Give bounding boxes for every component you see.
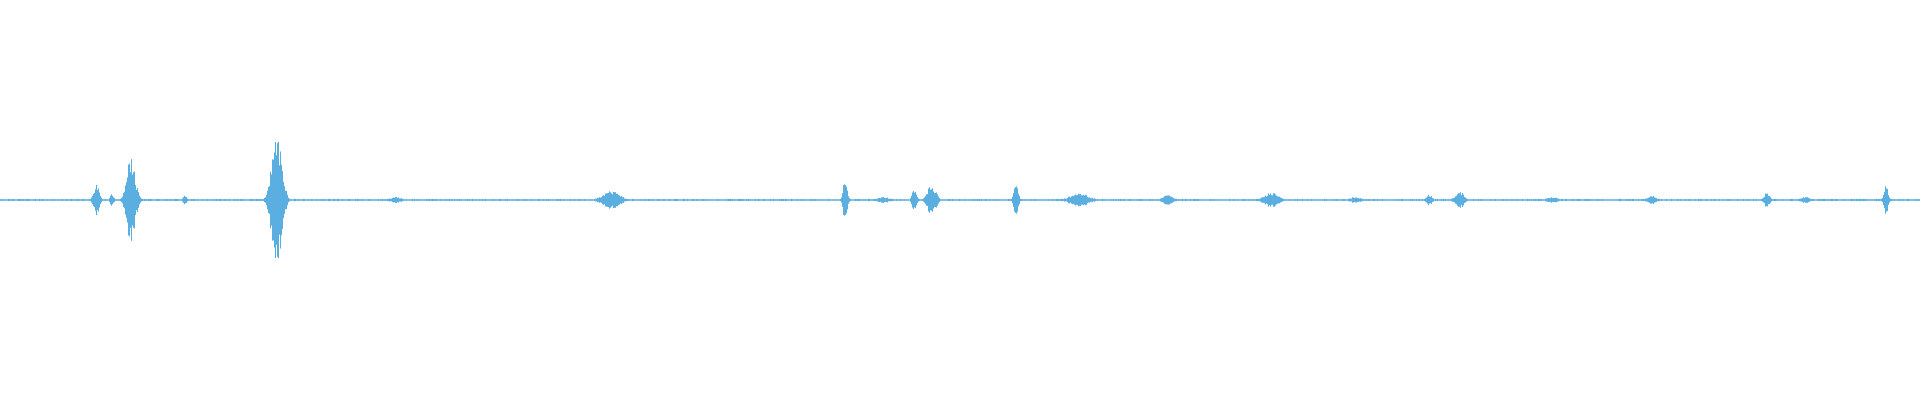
waveform-path [0,141,1920,259]
waveform-bars [0,141,1920,259]
